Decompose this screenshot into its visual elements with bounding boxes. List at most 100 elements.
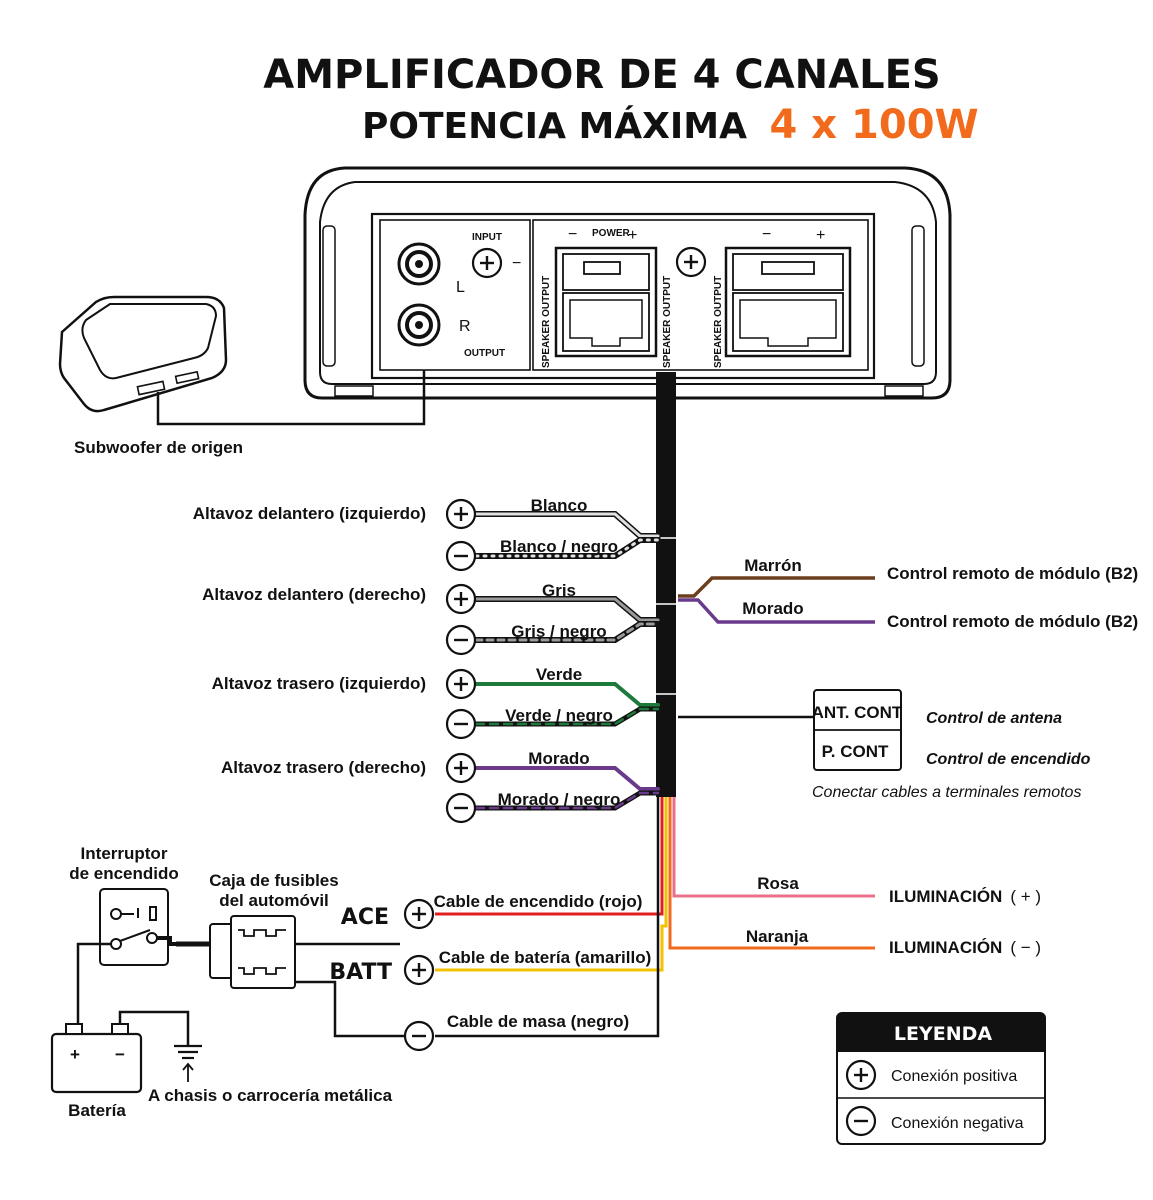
power-minus-label: −	[568, 226, 577, 243]
speaker-4-name: Altavoz trasero (derecho)	[221, 758, 426, 777]
ace-wire-label: Cable de encendido (rojo)	[434, 892, 643, 911]
source-subwoofer-device	[58, 295, 228, 413]
legend-positive-label: Conexión positiva	[891, 1068, 1017, 1085]
ground-wire-black	[435, 797, 660, 1038]
input-minus-label: −	[512, 255, 521, 272]
remote-2-wire-label: Morado	[742, 599, 803, 618]
speaker-1-name: Altavoz delantero (izquierdo)	[193, 504, 426, 523]
center-plus-icon	[675, 246, 707, 278]
speaker-2-neg-wire: Gris / negro	[511, 622, 606, 641]
source-label: Subwoofer de origen	[74, 438, 243, 457]
ground-wire-label: Cable de masa (negro)	[447, 1012, 629, 1031]
speaker-output-label-1: SPEAKER OUTPUT	[541, 276, 552, 368]
legend-minus-icon	[845, 1105, 877, 1137]
speaker-3-pos-wire: Verde	[536, 665, 582, 684]
battery-plus-label: +	[70, 1045, 80, 1064]
ace-plus-icon	[403, 898, 435, 930]
illum-wire-pink	[672, 797, 875, 898]
speaker-4-plus-icon	[445, 752, 477, 784]
battery-minus-label: −	[115, 1045, 125, 1064]
speaker-4-pos-wire: Morado	[528, 749, 589, 768]
main-harness	[656, 372, 676, 797]
batt-plus-icon	[403, 954, 435, 986]
remote-2-target: Control remoto de módulo (B2)	[887, 612, 1138, 631]
title-line-2: POTENCIA MÁXIMA 4 x 100W	[362, 102, 979, 148]
fuse-box	[209, 915, 296, 989]
speaker-3-name: Altavoz trasero (izquierdo)	[212, 674, 426, 693]
legend-negative-label: Conexión negativa	[891, 1115, 1024, 1132]
fuse-to-ground-wire	[295, 980, 404, 1038]
speaker-output-label-2: SPEAKER OUTPUT	[662, 276, 673, 368]
speaker-1-plus-icon	[445, 498, 477, 530]
switch-to-battery-wire	[76, 942, 111, 1030]
ground-minus-icon	[403, 1020, 435, 1052]
fuse-label-1: Caja de fusibles	[209, 871, 338, 890]
speaker-4-minus-icon	[445, 792, 477, 824]
ignition-switch	[99, 888, 169, 966]
battery-label: Batería	[68, 1101, 126, 1120]
battery	[50, 1023, 143, 1094]
speaker-4-neg-wire: Morado / negro	[498, 790, 621, 809]
illum-wire-orange	[668, 797, 875, 950]
fuse-label-2: del automóvil	[219, 891, 329, 910]
batt-label: BATT	[329, 960, 392, 985]
remote-wire-purple	[678, 598, 875, 624]
p-cont-label: P. CONT	[822, 742, 889, 761]
speaker-connector-1	[554, 246, 658, 358]
speaker-1-minus-icon	[445, 540, 477, 572]
illum-2-wire-label: Naranja	[746, 927, 809, 946]
speaker-2-name: Altavoz delantero (derecho)	[202, 585, 426, 604]
legend-plus-icon	[845, 1059, 877, 1091]
speaker-connector-2	[724, 246, 852, 358]
speaker-output-label-3: SPEAKER OUTPUT	[713, 276, 724, 368]
power-label: POWER	[592, 228, 631, 239]
right-channel-label: R	[459, 318, 471, 335]
amplifier-unit: INPUT − L R OUTPUT − POWER + − + SPEAKER…	[303, 166, 952, 400]
speaker-2-plus-icon	[445, 583, 477, 615]
speaker-1-pos-wire: Blanco	[531, 496, 588, 515]
title-power-highlight: 4 x 100W	[770, 102, 979, 148]
remote-1-target: Control remoto de módulo (B2)	[887, 564, 1138, 583]
title-line-1: AMPLIFICADOR DE 4 CANALES	[263, 52, 940, 98]
illum-1-label: ILUMINACIÓN( + )	[889, 887, 1041, 906]
left-channel-label: L	[456, 279, 465, 296]
legend-title: LEYENDA	[894, 1023, 992, 1045]
speaker-1-neg-wire: Blanco / negro	[500, 537, 618, 556]
illum-1-wire-label: Rosa	[757, 874, 799, 893]
speaker-2-minus-icon	[445, 624, 477, 656]
speaker-3-plus-icon	[445, 668, 477, 700]
ground-icon	[174, 1044, 202, 1082]
speaker-3-minus-icon	[445, 708, 477, 740]
switch-label-1: Interruptor	[81, 844, 168, 863]
speaker-wires	[473, 511, 661, 811]
power-plus-label: +	[628, 227, 637, 244]
source-cable	[156, 370, 426, 426]
switch-label-2: de encendido	[69, 864, 179, 883]
speaker-3-neg-wire: Verde / negro	[505, 706, 613, 725]
remote-1-wire-label: Marrón	[744, 556, 802, 575]
speaker-2-pos-wire: Gris	[542, 581, 576, 600]
power2-minus-label: −	[762, 226, 771, 243]
rca-jack-left	[397, 242, 441, 286]
p-cont-desc: Control de encendido	[926, 751, 1091, 768]
control-note: Conectar cables a terminales remotos	[812, 784, 1081, 801]
illum-2-label: ILUMINACIÓN( − )	[889, 938, 1041, 957]
ace-label: ACE	[341, 905, 389, 930]
chassis-label: A chasis o carrocería metálica	[148, 1086, 393, 1105]
legend	[836, 1012, 1046, 1145]
output-label: OUTPUT	[464, 348, 505, 359]
rca-jack-right	[397, 303, 441, 347]
input-label: INPUT	[472, 232, 502, 243]
remote-wire-brown	[678, 576, 875, 598]
power2-plus-label: +	[816, 227, 825, 244]
ant-cont-label: ANT. CONT	[812, 703, 903, 722]
control-box	[813, 689, 902, 771]
title-prefix: POTENCIA MÁXIMA	[362, 105, 747, 147]
ace-wire-red	[435, 797, 664, 916]
ant-cont-desc: Control de antena	[926, 710, 1062, 727]
batt-wire-yellow	[435, 797, 668, 972]
batt-wire-label: Cable de batería (amarillo)	[439, 948, 652, 967]
battery-to-ground-wire	[118, 1010, 190, 1046]
input-plus-icon	[471, 247, 503, 279]
